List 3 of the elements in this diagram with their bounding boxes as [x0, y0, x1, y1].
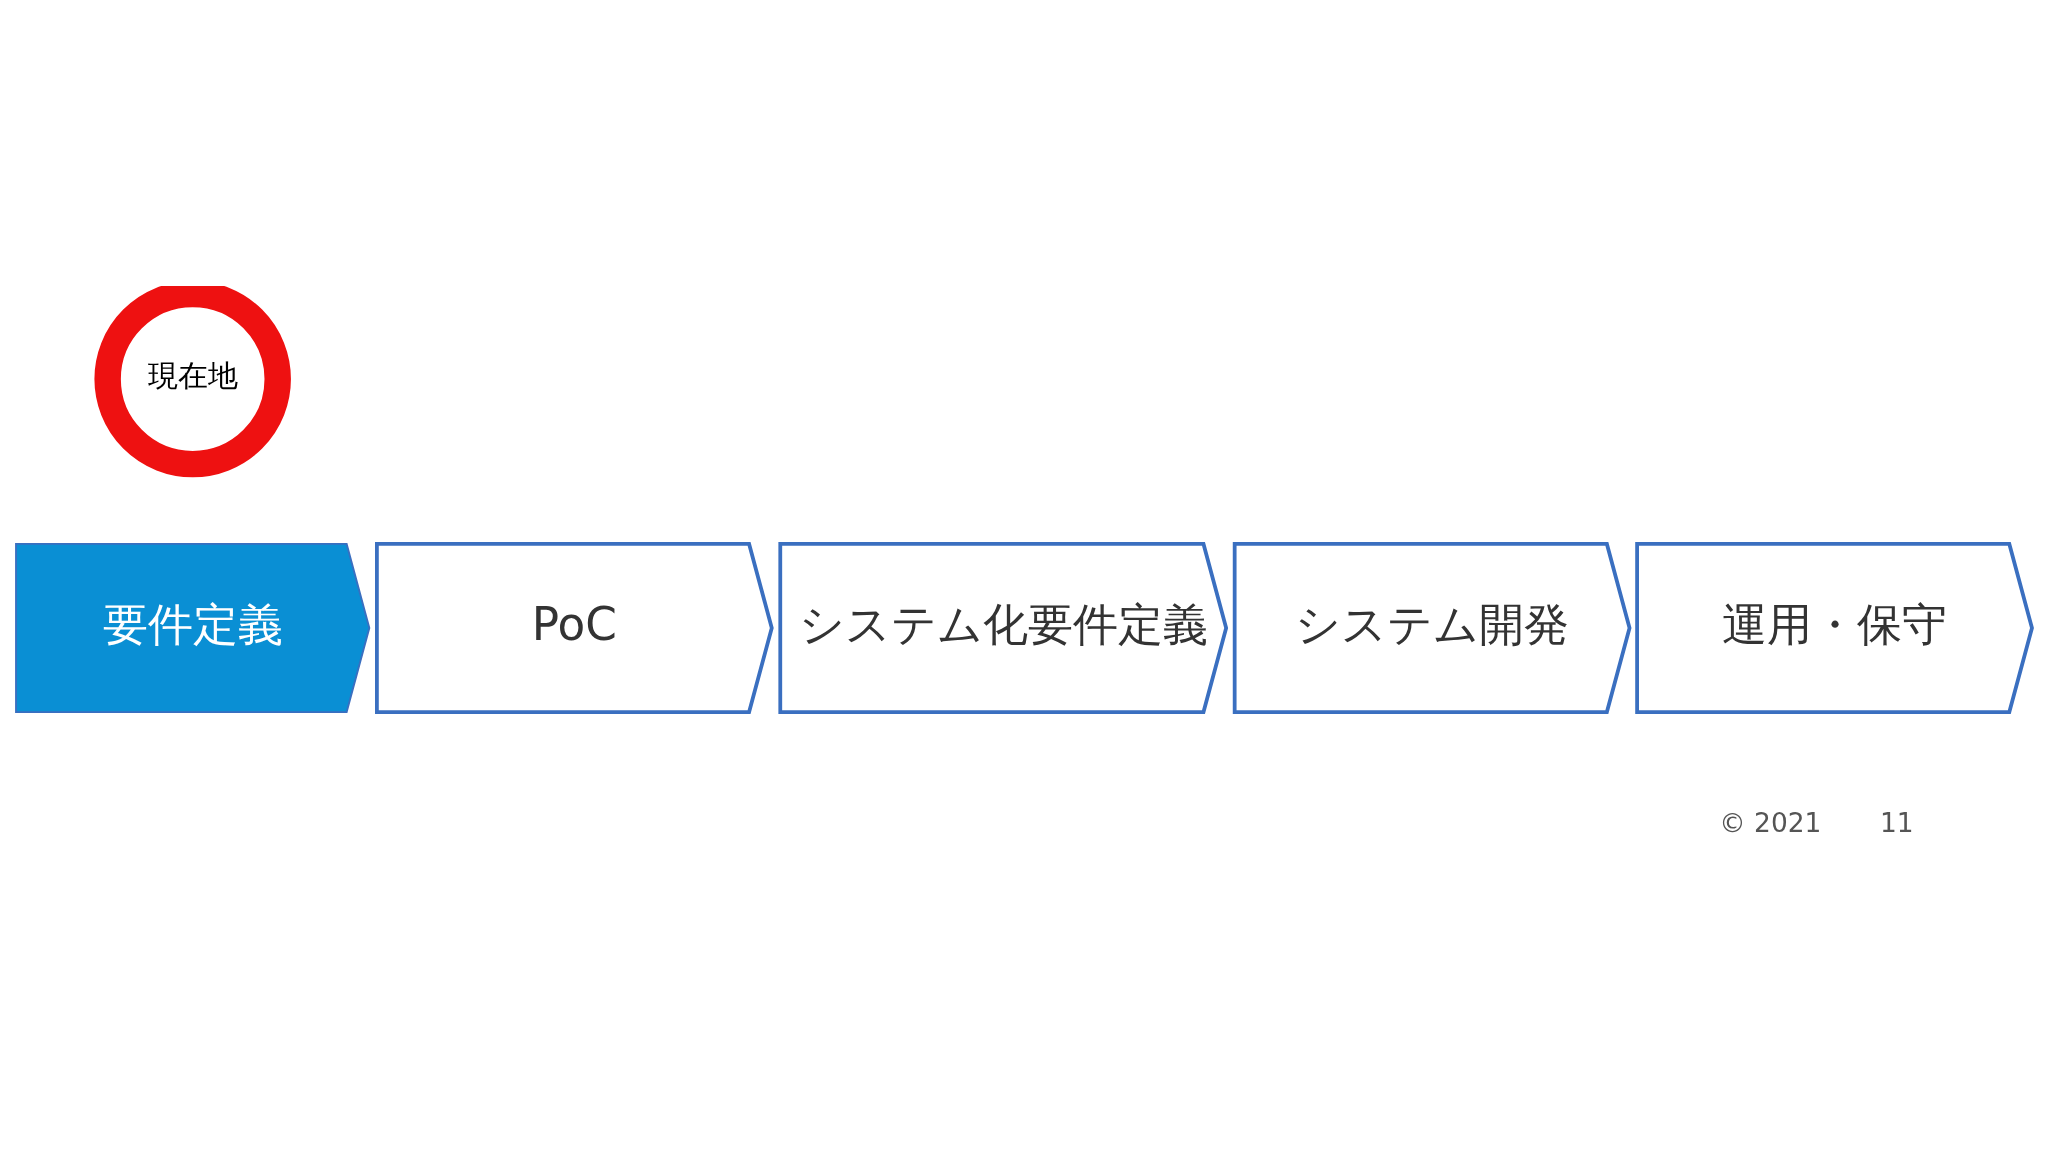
- label: 11: [1880, 806, 1914, 838]
- label: © 2021: [1719, 806, 1822, 838]
- node-circle: 現在地: [94, 285, 291, 477]
